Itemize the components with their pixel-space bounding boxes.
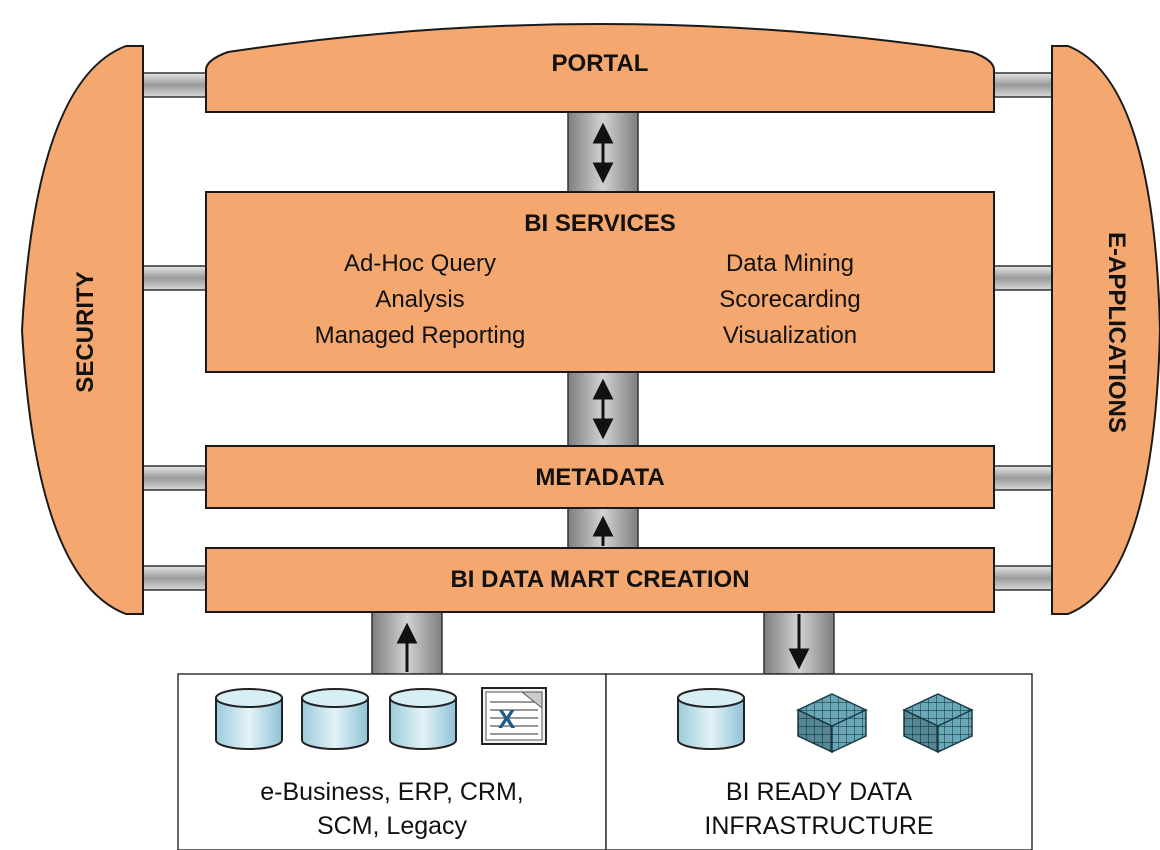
database-icon [389, 688, 457, 750]
data-mart-label: BI DATA MART CREATION [450, 566, 750, 593]
service-scorecarding: Scorecarding [719, 286, 861, 313]
e-applications-label: E-APPLICATIONS [1103, 232, 1130, 433]
svg-text:X: X [498, 704, 516, 734]
side-connectors [139, 72, 1054, 591]
source-right-line2: INFRASTRUCTURE [704, 812, 934, 840]
source-right-line1: BI READY DATA [725, 778, 913, 806]
service-visualization: Visualization [722, 322, 858, 349]
database-icon [301, 688, 369, 750]
metadata-label: METADATA [535, 464, 665, 491]
bi-services-left-list: Ad-Hoc Query Analysis Managed Reporting [250, 246, 590, 354]
data-mart-bar [205, 547, 995, 613]
database-icon [677, 688, 745, 750]
bi-services-right-list: Data Mining Scorecarding Visualization [620, 246, 960, 354]
portal-bar [205, 23, 995, 113]
security-pillar [20, 45, 144, 615]
portal-label: PORTAL [551, 50, 649, 77]
service-data-mining: Data Mining [725, 250, 855, 277]
source-left-line2: SCM, Legacy [316, 812, 468, 840]
database-icon [215, 688, 283, 750]
data-cube-icon [902, 693, 974, 754]
flow-arrows [396, 122, 810, 672]
service-ad-hoc-query: Ad-Hoc Query [343, 250, 497, 277]
bi-services-title: BI SERVICES [524, 210, 676, 237]
metadata-bar [205, 445, 995, 509]
service-managed-reporting: Managed Reporting [314, 322, 526, 349]
security-label: SECURITY [72, 271, 99, 393]
source-left-line1: e-Business, ERP, CRM, [260, 778, 524, 806]
bi-services-box [205, 191, 995, 373]
data-cube-icon [796, 693, 868, 754]
spreadsheet-document-icon: X [481, 687, 547, 745]
service-analysis: Analysis [375, 286, 465, 313]
